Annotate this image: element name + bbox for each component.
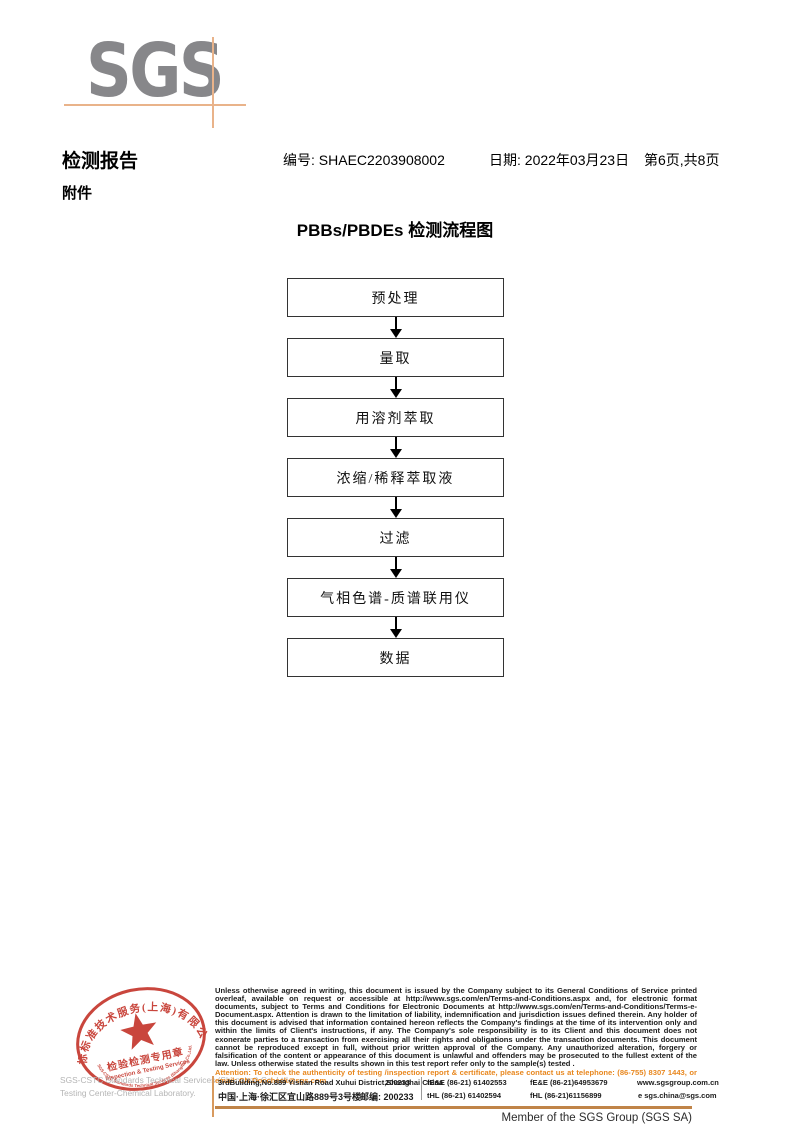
star-icon (120, 1013, 157, 1050)
arrow-down-icon (389, 557, 402, 578)
flow-step-box: 量取 (287, 338, 504, 377)
report-date: 日期: 2022年03月23日 (489, 150, 629, 170)
disclaimer-text: Unless otherwise agreed in writing, this… (215, 986, 697, 1068)
lab-company-name: SGS-CSTC Standards Technical Services (S… (60, 1074, 290, 1100)
fax-cn: fHL (86-21)61156899 (530, 1091, 602, 1100)
fax-en: fE&E (86-21)64953679 (530, 1078, 608, 1087)
lab-company-line1: SGS-CSTC Standards Technical Services (S… (60, 1075, 291, 1085)
page-indicator: 第6页,共8页 (644, 152, 720, 168)
arrow-down-icon (389, 617, 402, 638)
arrow-down-icon (389, 377, 402, 398)
sgs-member-note: Member of the SGS Group (SGS SA) (501, 1112, 692, 1124)
stamp-ring (76, 987, 206, 1091)
sgs-logo: SGS (86, 28, 225, 114)
phone-en: tE&E (86-21) 61402553 (427, 1078, 507, 1087)
flow-step-box: 气相色谱-质谱联用仪 (287, 578, 504, 617)
logo-crosshair-vertical-line (212, 37, 214, 128)
flow-step-box: 预处理 (287, 278, 504, 317)
arrow-down-icon (389, 497, 402, 518)
email-address: e sgs.china@sgs.com (638, 1091, 717, 1100)
flowchart: 预处理 量取 用溶剂萃取 浓缩/稀释萃取液 过滤 气相色谱-质谱联用仪 数据 (287, 278, 504, 677)
report-number-label: 编号: (283, 152, 315, 168)
flowchart-title: PBBs/PBDEs 检测流程图 (296, 221, 494, 240)
address-en: 3rdBuilding,No.889 Yishan Road Xuhui Dis… (218, 1078, 444, 1087)
report-number: 编号: SHAEC2203908002 (283, 150, 445, 170)
postcode-cn: 邮编: 200233 (360, 1092, 414, 1102)
phone-cn: tHL (86-21) 61402594 (427, 1091, 502, 1100)
report-number-value: SHAEC2203908002 (318, 152, 445, 168)
report-date-value: 2022年03月23日 (524, 152, 630, 168)
address-column-divider (421, 1077, 422, 1100)
flow-step-box: 浓缩/稀释萃取液 (287, 458, 504, 497)
address-cn: 中国·上海·徐汇区宜山路889号3号楼 (218, 1092, 362, 1102)
lab-company-line2: Testing Center-Chemical Laboratory. (60, 1088, 196, 1098)
arrow-down-icon (389, 317, 402, 338)
report-title: 检测报告 (62, 151, 139, 172)
legal-block: Unless otherwise agreed in writing, this… (215, 986, 697, 1086)
attention-text: Attention: To check the authenticity of … (215, 1067, 697, 1086)
flow-step-box: 过滤 (287, 518, 504, 557)
footer-crosshair-vertical-line (212, 1076, 214, 1117)
footer-horizontal-rule (215, 1106, 692, 1109)
report-date-label: 日期: (489, 152, 521, 168)
postcode-en: 200233 (385, 1078, 411, 1087)
attachment-label: 附件 (62, 185, 93, 202)
logo-crosshair-horizontal-line (64, 104, 246, 106)
arrow-down-icon (389, 437, 402, 458)
flow-step-box: 用溶剂萃取 (287, 398, 504, 437)
website-url: www.sgsgroup.com.cn (637, 1078, 719, 1087)
flow-step-box: 数据 (287, 638, 504, 677)
